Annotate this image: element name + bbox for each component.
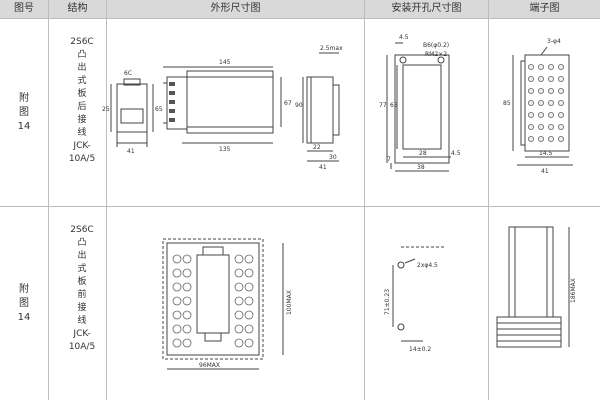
grid-hline	[0, 206, 600, 207]
dim-rm: RM2×2	[425, 51, 447, 58]
header-fig-no: 图号	[0, 0, 48, 18]
grid-vline	[48, 0, 49, 400]
dim-67: 67	[284, 100, 292, 107]
dim-14-5: 14.5	[539, 150, 553, 157]
grid-vline	[106, 0, 107, 400]
dim-6c: 6C	[124, 70, 132, 77]
row2-fig-no: 附 图 14	[17, 284, 31, 323]
row1-fig-no: 附 图 14	[17, 93, 31, 132]
dim-b6: B6(φ0.2)	[423, 42, 449, 49]
dim-25: 25	[102, 106, 110, 113]
dim-65: 65	[155, 106, 163, 113]
dim-3phi4: 3-φ4	[547, 38, 561, 45]
dim-41t: 41	[541, 168, 549, 175]
header-terminal: 端子图	[489, 0, 600, 18]
dim-28: 28	[419, 150, 427, 157]
dim-7: 7	[387, 156, 391, 163]
row1-structure: 2S6C 凸 出 式 板 后 接 线 JCK- 10A/5	[68, 37, 96, 164]
dim-22: 22	[313, 144, 321, 151]
dim-2phi4-5: 2xφ4.5	[417, 262, 438, 269]
dim-14: 14±0.2	[409, 346, 431, 353]
dim-4-5a: 4.5	[399, 34, 409, 41]
dim-63: 63	[390, 102, 398, 109]
row2-outline-drawing: 100MAX 96MAX	[162, 238, 293, 370]
row1-mounting-drawing: 4.5 B6(φ0.2) RM2×2 77 63 7 28 4.5 38	[379, 34, 461, 172]
header-structure: 结构	[49, 0, 106, 18]
row2-structure: 2S6C 凸 出 式 板 前 接 线 JCK- 10A/5	[68, 225, 96, 352]
grid-vline	[488, 0, 489, 400]
dim-145: 145	[219, 59, 231, 66]
dim-41: 41	[127, 148, 135, 155]
dim-135: 135	[219, 146, 231, 153]
row1-outline-drawing: 6C 25 65 41 145 135 67 2.5max 90 22 30 4…	[102, 45, 343, 171]
header-mounting: 安装开孔尺寸图	[365, 0, 488, 18]
header-outline: 外形尺寸图	[107, 0, 364, 18]
dim-4-5b: 4.5	[451, 150, 461, 157]
dim-85: 85	[503, 100, 511, 107]
dim-90: 90	[295, 102, 303, 109]
dim-30: 30	[329, 154, 337, 161]
dim-100max: 100MAX	[286, 290, 293, 315]
dim-96max: 96MAX	[199, 362, 220, 369]
dim-38: 38	[417, 164, 425, 171]
dim-186max: 186MAX	[570, 278, 577, 303]
row2-terminal-drawing: 186MAX	[496, 226, 577, 348]
dim-71: 71±0.23	[384, 289, 391, 315]
dim-77: 77	[379, 102, 387, 109]
row1-terminal-drawing: 3-φ4 85 14.5 41	[503, 38, 573, 175]
grid-vline	[364, 0, 365, 400]
dim-41b: 41	[319, 164, 327, 171]
row2-mounting-drawing: 2xφ4.5 71±0.23 14±0.2	[384, 246, 445, 353]
grid-hline	[0, 18, 600, 19]
dim-2-5max: 2.5max	[320, 45, 343, 52]
